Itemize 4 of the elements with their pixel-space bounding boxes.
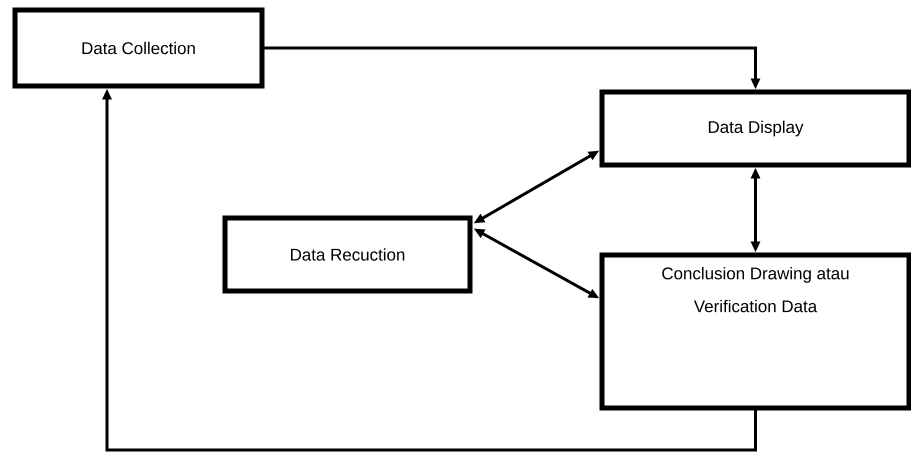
process-box: Conclusion Drawing atau Verification Data	[600, 252, 911, 410]
process-box: Data Display	[600, 90, 911, 168]
process-box: Data Collection	[12, 8, 264, 88]
process-box: Data Recuction	[222, 216, 472, 294]
